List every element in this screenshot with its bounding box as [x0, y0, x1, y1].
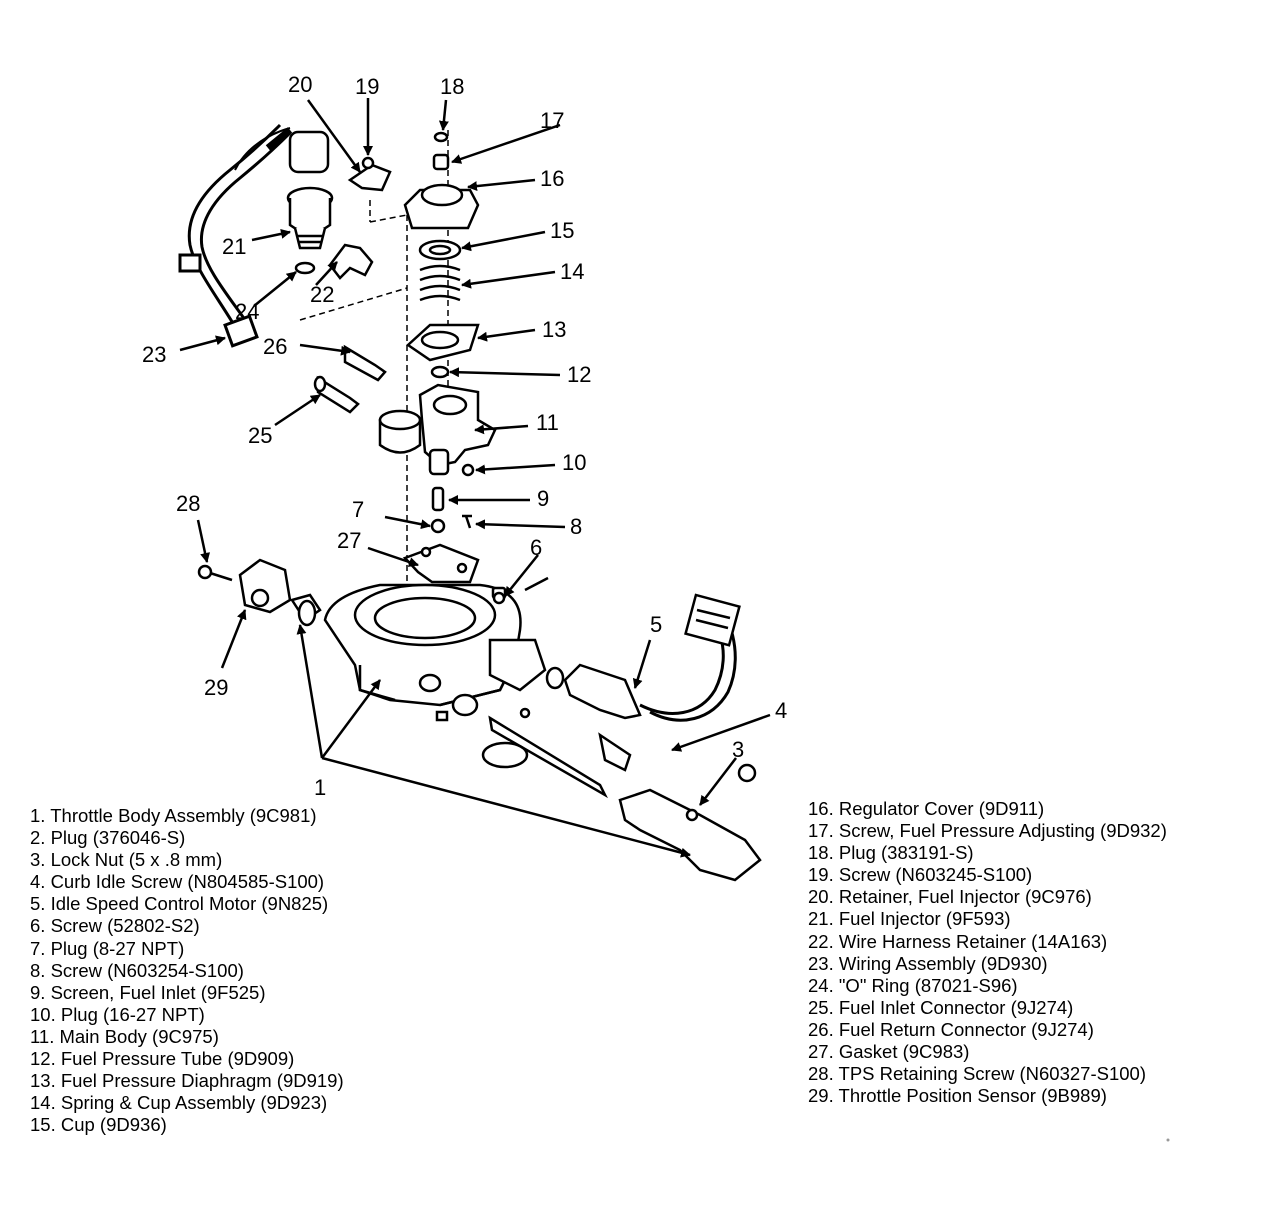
pressure-regulator-stack: [403, 131, 480, 379]
legend-item: 13. Fuel Pressure Diaphragm (9D919): [30, 1070, 344, 1092]
legend-item: 14. Spring & Cup Assembly (9D923): [30, 1092, 328, 1114]
wire-harness-retainer: [328, 243, 374, 280]
callout-label: 10: [562, 450, 586, 475]
legend-item: 2. Plug (376046-S): [30, 827, 186, 849]
callout-label: 23: [142, 342, 166, 367]
legend-item: 3. Lock Nut (5 x .8 mm): [30, 849, 223, 871]
fuel-injector: [286, 130, 334, 275]
throttle-position-sensor: [197, 558, 322, 627]
callout-label: 22: [310, 282, 334, 307]
legend-item: 11. Main Body (9C975): [30, 1025, 219, 1047]
callout-label: 29: [204, 675, 228, 700]
callout-label: 27: [337, 528, 361, 553]
legend-item: 17. Screw, Fuel Pressure Adjusting (9D93…: [808, 820, 1167, 842]
legend-item: 25. Fuel Inlet Connector (9J274): [808, 996, 1074, 1018]
legend-item: 15. Cup (9D936): [30, 1114, 167, 1136]
legend-item: 10. Plug (16-27 NPT): [30, 1003, 205, 1025]
legend-item: 20. Retainer, Fuel Injector (9C976): [808, 886, 1092, 908]
leader-lines: [179, 98, 771, 858]
throttle-body: [323, 583, 547, 722]
callout-label: 8: [570, 514, 582, 539]
callout-label: 7: [352, 497, 364, 522]
legend-item: 21. Fuel Injector (9F593): [808, 908, 1011, 930]
wiring-assembly: [178, 123, 293, 348]
callout-label: 16: [540, 166, 564, 191]
main-body: [313, 344, 497, 477]
callout-labels: 1 3 4 5 6 7 8 9 10 11 12 13 14 15 16 17 …: [142, 72, 787, 800]
legend-item: 16. Regulator Cover (9D911): [808, 798, 1045, 819]
callout-label: 5: [650, 612, 662, 637]
screw-6: [492, 576, 549, 605]
legend-item: 26. Fuel Return Connector (9J274): [808, 1018, 1094, 1040]
callout-label: 3: [732, 737, 744, 762]
callout-label: 24: [235, 299, 259, 324]
parts-legend-left: 1. Throttle Body Assembly (9C981) 2. Plu…: [30, 805, 344, 1136]
callout-label: 11: [536, 410, 559, 435]
small-parts: [402, 486, 480, 584]
scan-speck: [1166, 1138, 1170, 1142]
injector-retainer: [347, 156, 392, 192]
callout-label: 28: [176, 491, 200, 516]
callout-label: 25: [248, 423, 272, 448]
legend-item: 8. Screw (N603254-S100): [30, 959, 244, 981]
legend-item: 19. Screw (N603245-S100): [808, 864, 1033, 886]
callout-label: 4: [775, 698, 787, 723]
legend-item: 9. Screen, Fuel Inlet (9F525): [30, 981, 266, 1003]
callout-label: 14: [560, 259, 584, 284]
callout-label: 15: [550, 218, 574, 243]
linkage-bracket: [481, 707, 762, 882]
legend-item: 29. Throttle Position Sensor (9B989): [808, 1085, 1107, 1107]
callout-label: 9: [537, 486, 549, 511]
callout-label: 1: [314, 775, 326, 800]
callout-label: 26: [263, 334, 287, 359]
legend-item: 18. Plug (383191-S): [808, 842, 974, 864]
legend-item: 7. Plug (8-27 NPT): [30, 937, 185, 959]
legend-item: 28. TPS Retaining Screw (N60327-S100): [808, 1063, 1146, 1085]
callout-label: 13: [542, 317, 566, 342]
callout-label: 12: [567, 362, 591, 387]
callout-label: 19: [355, 74, 379, 99]
legend-item: 23. Wiring Assembly (9D930): [808, 952, 1048, 974]
legend-item: 27. Gasket (9C983): [808, 1041, 970, 1063]
legend-item: 24. "O" Ring (87021-S96): [808, 974, 1018, 996]
parts-legend-right: 16. Regulator Cover (9D911) 17. Screw, F…: [808, 798, 1167, 1107]
callout-label: 18: [440, 74, 464, 99]
callout-label: 6: [530, 535, 542, 560]
legend-item: 4. Curb Idle Screw (N804585-S100): [30, 871, 325, 893]
legend-item: 1. Throttle Body Assembly (9C981): [30, 805, 317, 826]
legend-item: 5. Idle Speed Control Motor (9N825): [30, 893, 329, 915]
legend-item: 22. Wire Harness Retainer (14A163): [808, 930, 1108, 952]
callout-label: 17: [540, 108, 564, 133]
callout-label: 20: [288, 72, 312, 97]
callout-label: 21: [222, 234, 246, 259]
legend-item: 12. Fuel Pressure Tube (9D909): [30, 1048, 295, 1070]
legend-item: 6. Screw (52802-S2): [30, 915, 200, 937]
idle-speed-control-motor: [545, 593, 741, 722]
